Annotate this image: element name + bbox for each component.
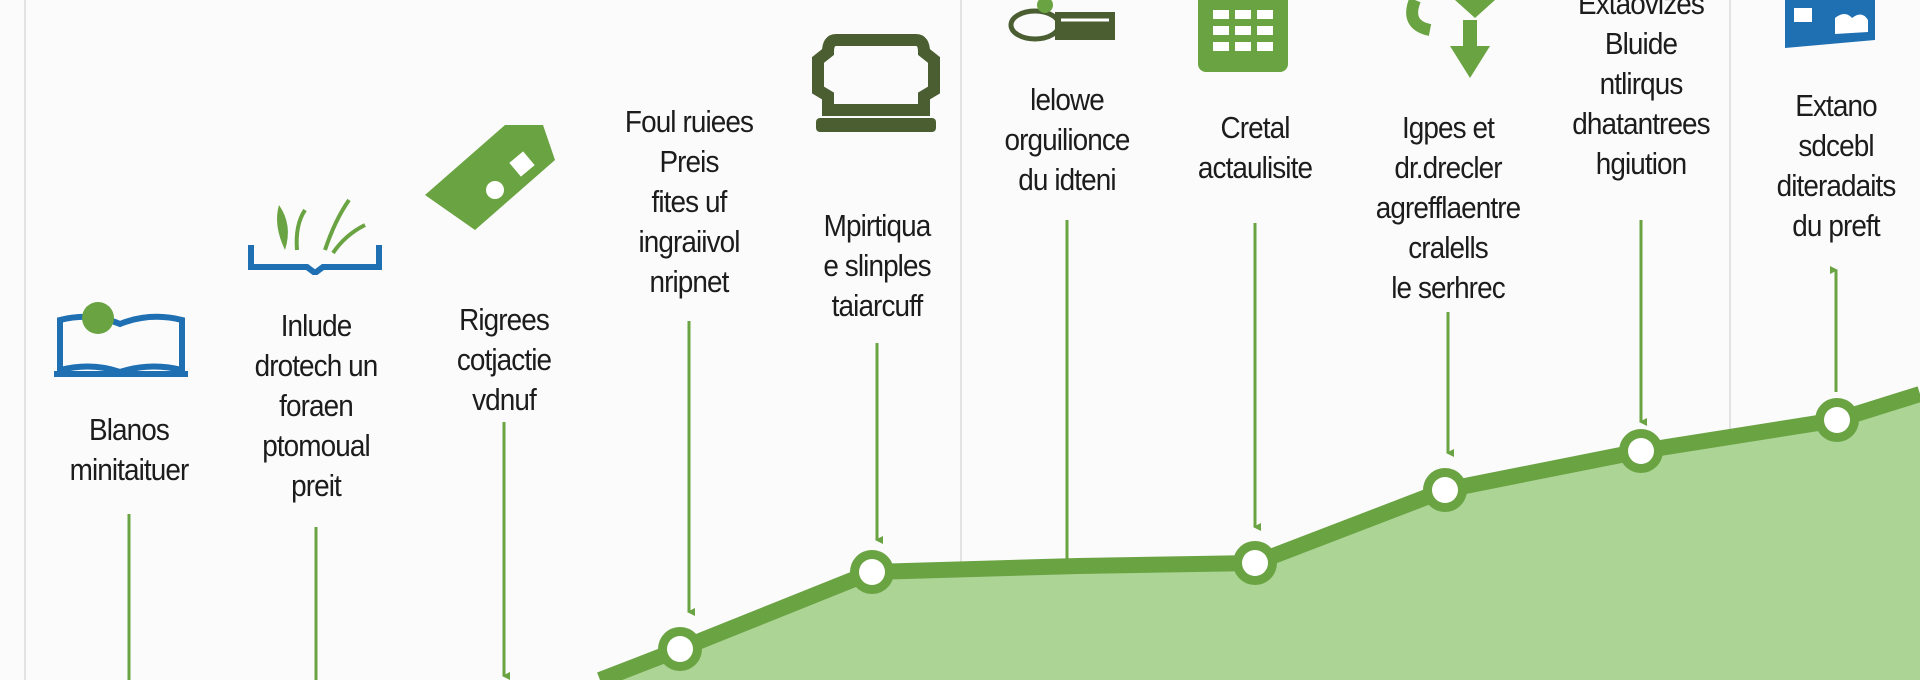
- milestone-node-center: [1432, 477, 1458, 503]
- milestone-node-center: [1242, 550, 1268, 576]
- step-label-line: dhatantrees: [1572, 106, 1710, 141]
- tag-icon: [425, 125, 555, 230]
- milestone-node-center: [1824, 407, 1850, 433]
- step-label-line: hgiution: [1595, 146, 1687, 181]
- step-label-line: diteradaits: [1776, 168, 1897, 203]
- step-label-line: le serhrec: [1391, 270, 1505, 305]
- divider-middle: [960, 0, 962, 680]
- recycle-arrow-icon: [1406, 0, 1495, 78]
- step-label-line: nripnet: [649, 264, 729, 299]
- step-label-line: drotech un: [254, 348, 379, 383]
- step-label-line: foraen: [279, 388, 354, 423]
- milestone-node-center: [1628, 438, 1654, 464]
- step-label-3: Rigrees cotjactie vdnuf: [405, 300, 603, 420]
- book-with-leaves-icon: [248, 198, 382, 275]
- milestone-node-center: [667, 636, 693, 662]
- calculator-icon: [1198, 0, 1288, 72]
- step-label-line: Inlude: [280, 308, 353, 343]
- step-label-line: fites uf: [651, 184, 727, 219]
- step-label-line: ptomoual: [262, 428, 370, 463]
- step-label-line: Extaovizes: [1578, 0, 1705, 21]
- step-label-line: Cretal: [1220, 110, 1290, 145]
- step-label-1: Blanos minitaituer: [30, 410, 228, 490]
- step-label-line: orguilionce: [1004, 122, 1130, 157]
- step-label-line: Blanos: [89, 412, 170, 447]
- step-label-line: lelowe: [1030, 82, 1105, 117]
- step-label-line: e slinples: [823, 248, 931, 283]
- step-label-line: agrefflaentre: [1375, 190, 1521, 225]
- step-label-line: cotjactie: [456, 342, 552, 377]
- step-label-2: Inlude drotech un foraen ptomoual preit: [217, 306, 415, 506]
- step-label-line: actaulisite: [1197, 150, 1313, 185]
- step-label-10: Extano sdcebl diteradaits du preft: [1737, 86, 1920, 246]
- blue-document-icon: [1785, 0, 1875, 48]
- step-label-line: Igpes et: [1401, 110, 1495, 145]
- step-label-5: Mpirtiqua e slinples taiarcuff: [778, 206, 976, 326]
- lightbulb-hand-icon: [1008, 0, 1115, 42]
- step-label-8: Igpes et dr.drecler agrefflaentre cralells l…: [1349, 108, 1547, 308]
- step-label-line: ingraiivol: [638, 224, 740, 259]
- step-label-line: preit: [291, 468, 342, 503]
- step-label-line: sdcebl: [1798, 128, 1874, 163]
- step-label-line: ntlirqus: [1599, 66, 1684, 101]
- step-label-line: Mpirtiqua: [823, 208, 932, 243]
- step-label-line: cralells: [1408, 230, 1489, 265]
- step-label-line: vdnuf: [472, 382, 537, 417]
- step-label-line: Foul ruiees: [624, 104, 754, 139]
- step-label-line: Bluide: [1604, 26, 1678, 61]
- step-label-line: dr.drecler: [1394, 150, 1502, 185]
- step-label-line: Preis: [659, 144, 719, 179]
- book-with-dot-icon: [54, 302, 188, 377]
- step-label-line: du idteni: [1018, 162, 1116, 197]
- step-label-7: Cretal actaulisite: [1156, 108, 1354, 188]
- divider-right: [1729, 0, 1731, 680]
- step-label-line: minitaituer: [69, 452, 190, 487]
- step-label-6: lelowe orguilionce du idteni: [968, 80, 1166, 200]
- step-label-line: taiarcuff: [831, 288, 924, 323]
- divider-left: [24, 0, 26, 680]
- armchair-icon: [812, 34, 940, 132]
- step-label-line: Extano: [1795, 88, 1877, 123]
- step-label-line: Rigrees: [459, 302, 550, 337]
- milestone-node-center: [859, 559, 885, 585]
- step-label-line: du preft: [1792, 208, 1880, 243]
